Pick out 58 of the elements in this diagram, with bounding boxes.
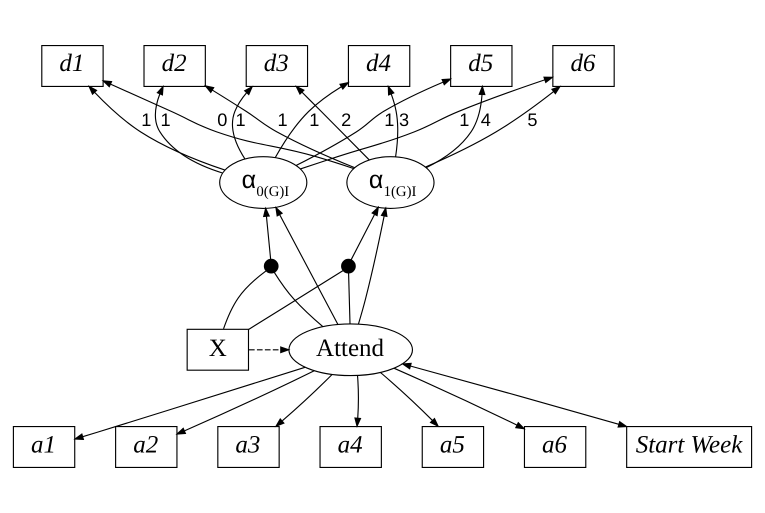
node-box: a3 [217,426,280,468]
edge-label: 5 [527,110,538,130]
edge-label: 1 [459,110,470,130]
node-box: X [186,328,250,371]
edge-label: 2 [341,110,352,130]
edge-label: 1 [235,110,246,130]
node-box: d5 [450,44,513,87]
node-box: d6 [552,44,615,87]
arrow [350,206,380,260]
arrow [394,368,526,430]
node-box: a2 [115,426,178,468]
edge-label: 1 [160,110,171,130]
node-box: a6 [524,426,586,468]
edge-label: 3 [399,110,410,130]
edge-label: 4 [480,110,491,130]
arrow [296,78,452,166]
arrow [232,86,254,160]
node-circle [264,258,279,274]
arrow [274,374,332,428]
connector [248,270,344,330]
edge-label: 1 [309,110,320,130]
arrow [426,84,486,168]
arrow [401,362,628,428]
arrow [380,372,440,428]
arrow [425,86,562,168]
arrow [88,85,226,171]
node-circle [341,258,356,274]
arrow [73,366,306,440]
node-box: Start Week [626,426,752,468]
arrow [154,84,223,174]
connector [223,270,266,330]
arrow [354,376,362,428]
node-box: a1 [12,426,76,468]
arrow [274,82,350,158]
arrow [102,80,354,170]
node-box: a4 [319,426,382,468]
arrow [275,206,338,325]
edge-label: 1 [141,110,152,130]
arrow [175,370,315,435]
node-ellipse: α$_{1(G)I}$ [346,156,435,209]
node-box: d3 [246,44,308,87]
arrow [262,206,272,260]
node-box: d4 [348,44,410,87]
edge-label: 0 [217,110,228,130]
node-box: d2 [143,44,206,87]
arrow [248,346,290,354]
arrow [204,84,356,168]
arrow [388,84,398,158]
arrow [358,206,388,324]
arrow [295,85,370,160]
connector [274,272,324,328]
node-ellipse: α$_{0(G)I}$ [219,156,308,209]
node-box: d1 [41,44,104,87]
node-box: a5 [422,426,484,468]
edge-label: 1 [384,110,394,130]
arrow [300,76,554,170]
edge-label: 1 [278,110,288,130]
connector [348,273,351,324]
